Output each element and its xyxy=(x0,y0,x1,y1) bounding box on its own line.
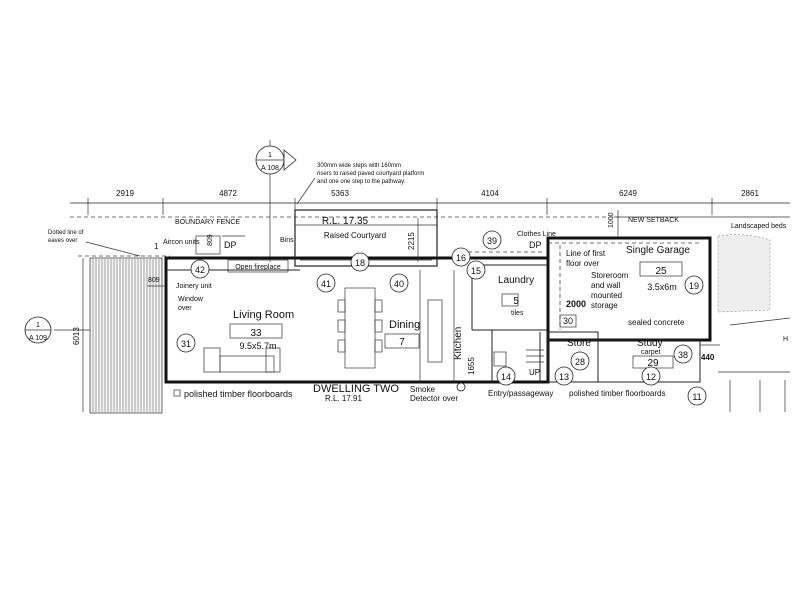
aircon-label: Aircon units xyxy=(163,239,200,246)
section-marker-left-ref: A 109 xyxy=(29,335,47,342)
storeroom-line-4: storage xyxy=(591,301,618,310)
study-label: Study xyxy=(637,338,663,349)
tag-31: 31 xyxy=(181,339,191,349)
landscaped-beds-label: Landscaped beds xyxy=(731,223,787,230)
top-dimension-line: 2919 4872 5363 4104 6249 2861 xyxy=(70,189,790,215)
open-fireplace xyxy=(227,259,289,273)
section-marker-top-num: 1 xyxy=(268,152,272,159)
dp-label-1: DP xyxy=(224,240,237,250)
tag-15: 15 xyxy=(471,266,481,276)
dim-440: 440 xyxy=(701,353,715,362)
tag-13: 13 xyxy=(559,372,569,382)
tag-41: 41 xyxy=(321,279,331,289)
section-marker-left: 1 A 109 xyxy=(24,316,90,344)
living-room: Living Room 9.5x5.7m xyxy=(203,309,294,373)
dim-top-1: 2919 xyxy=(116,189,134,198)
dim-2000: 2000 xyxy=(566,299,586,309)
tag-33: 33 xyxy=(250,328,262,339)
dim-6013: 6013 xyxy=(72,327,81,345)
polished-floor-label-2: polished timber floorboards xyxy=(569,389,666,398)
room-tags: 42 18 41 40 16 15 39 19 31 28 38 14 13 1… xyxy=(154,230,707,406)
section-marker-top: 1 A 108 xyxy=(255,140,297,262)
boundary-fence-label: BOUNDARY FENCE xyxy=(175,219,240,226)
smoke-detector-line-2: Detector over xyxy=(410,394,458,403)
step-note-line-3: and one one step to the pathway. xyxy=(317,179,406,185)
step-note: 300mm wide steps with 160mm risers to ra… xyxy=(296,163,424,205)
dim-top-2: 4872 xyxy=(219,189,237,198)
dwelling-two-label: DWELLING TWO xyxy=(313,383,399,395)
open-fireplace-label: Open fireplace xyxy=(235,264,281,271)
clothes-line-label: Clothes Line xyxy=(517,231,556,238)
window-over-line-1: Window xyxy=(178,296,204,303)
step-note-line-1: 300mm wide steps with 160mm xyxy=(317,163,401,169)
dim-809-top: 809 xyxy=(207,234,214,246)
step-note-line-2: risers to raised paved courtyard platfor… xyxy=(317,171,424,177)
tag-28: 28 xyxy=(575,357,585,367)
sealed-concrete-label: sealed concrete xyxy=(628,318,685,327)
dining-label: Dining xyxy=(389,319,420,331)
dim-1000: 1000 xyxy=(608,212,615,228)
section-marker-left-num: 1 xyxy=(36,322,40,329)
eaves-note-line-1: Dotted line of xyxy=(48,230,84,236)
section-marker-top-ref: A 108 xyxy=(261,165,279,172)
living-size: 9.5x5.7m xyxy=(239,341,276,351)
tag-38: 38 xyxy=(678,350,688,360)
courtyard-label: Raised Courtyard xyxy=(324,231,386,240)
dim-top-5: 6249 xyxy=(619,189,637,198)
living-room-label: Living Room xyxy=(233,309,294,321)
tag-12: 12 xyxy=(646,372,656,382)
dim-top-4: 4104 xyxy=(481,189,499,198)
dwelling-rl: R.L. 17.91 xyxy=(325,394,362,403)
window-over-line-2: over xyxy=(178,305,192,312)
dining-table: Dining xyxy=(337,287,420,369)
tag-16: 16 xyxy=(456,253,466,263)
dp-label-2: DP xyxy=(529,240,542,250)
tag-30: 30 xyxy=(563,316,573,326)
new-setback-label: NEW SETBACK xyxy=(628,217,679,224)
laundry-label: Laundry xyxy=(498,275,534,286)
entry-label: Entry/passageway xyxy=(488,389,553,398)
tag-29: 29 xyxy=(647,358,659,369)
first-floor-line-2: floor over xyxy=(566,259,600,268)
tag-14: 14 xyxy=(501,372,511,382)
kitchen-label: Kitchen xyxy=(453,327,464,360)
store-label: Store xyxy=(567,338,591,349)
dim-1655: 1655 xyxy=(467,357,476,375)
tag-11: 11 xyxy=(692,392,701,402)
courtyard-rl: R.L. 17.35 xyxy=(322,216,369,227)
joinery-label: Joinery unit xyxy=(176,283,212,290)
dim-top-6: 2861 xyxy=(741,189,759,198)
storeroom-line-2: and wall xyxy=(591,281,621,290)
tag-39: 39 xyxy=(487,236,497,246)
single-garage-label: Single Garage xyxy=(626,245,690,256)
polished-floor-label-1: polished timber floorboards xyxy=(184,389,293,399)
up-label: UP xyxy=(529,368,540,377)
carpet-label: carpet xyxy=(641,349,661,356)
dim-top-3: 5363 xyxy=(331,189,349,198)
tag-5: 5 xyxy=(513,296,519,307)
bins-label: Bins xyxy=(280,237,294,244)
dim-2215: 2215 xyxy=(407,232,416,250)
tag-19: 19 xyxy=(689,281,699,291)
dim-809-left: 809 xyxy=(148,277,160,284)
tag-25: 25 xyxy=(655,266,667,277)
tag-18: 18 xyxy=(355,258,365,268)
landscaped-bed-shape xyxy=(717,234,771,313)
storeroom-line-1: Storeroom xyxy=(591,271,629,280)
smoke-detector-line-1: Smoke xyxy=(410,385,435,394)
storeroom-line-3: mounted xyxy=(591,291,622,300)
tag-1: 1 xyxy=(154,242,159,251)
garage: Line of first floor over Single Garage S… xyxy=(548,242,700,330)
h-label: H xyxy=(783,336,788,343)
tag-42: 42 xyxy=(195,265,205,275)
eaves-note-line-2: eaves over xyxy=(48,238,77,244)
tiles-label: tiles xyxy=(511,310,524,317)
tag-40: 40 xyxy=(394,279,404,289)
first-floor-line-1: Line of first xyxy=(566,249,606,258)
garage-size: 3.5x6m xyxy=(647,282,677,292)
tag-7: 7 xyxy=(399,337,405,348)
hatched-deck xyxy=(89,257,163,414)
